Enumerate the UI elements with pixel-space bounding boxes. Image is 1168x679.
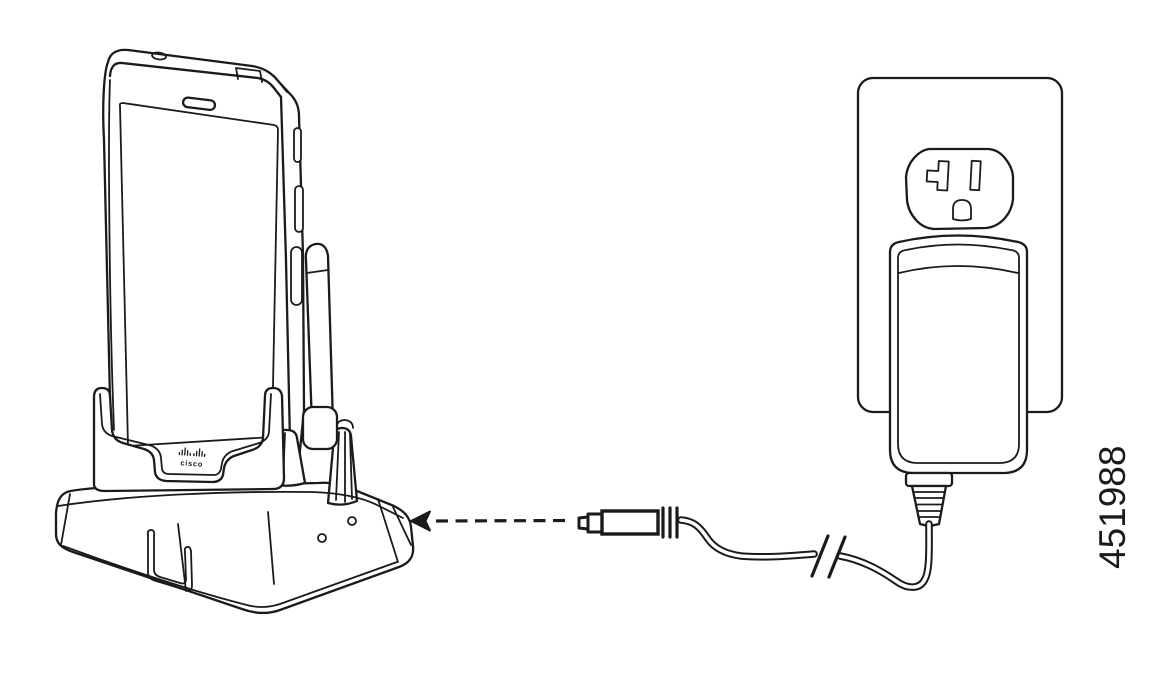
cisco-logo-text: cisco (180, 458, 203, 469)
cable-segment-right-core (838, 522, 931, 589)
stylus-icon (304, 242, 335, 427)
side-button-middle (294, 185, 304, 233)
spare-slot-rib-3 (349, 433, 353, 500)
base-front-seam-left (177, 523, 187, 592)
cisco-logo: cisco (178, 447, 206, 469)
adapter-collar (904, 471, 954, 488)
spare-slot-cap-rear (335, 419, 354, 429)
base-front-seam-right (267, 511, 275, 585)
spare-slot-rib-1 (335, 431, 340, 501)
charger-cradle-icon (92, 386, 286, 493)
connector-barrel (586, 512, 604, 534)
base-screw-right (347, 516, 357, 526)
arrow-head (410, 510, 431, 532)
barrel-power-connector-icon (577, 506, 679, 539)
strain-relief-ribs (913, 491, 945, 518)
outlet-slot-hot (969, 159, 982, 192)
phone-top-seam (108, 61, 283, 99)
adapter-top-band (898, 265, 1019, 274)
handset-phone-icon (102, 48, 306, 488)
phone-corner-facet (273, 75, 288, 93)
cable-break-symbol-icon (810, 534, 847, 579)
insert-direction-arrow-icon (410, 510, 571, 532)
adapter-inner-outline (897, 243, 1020, 464)
base-facet-left (60, 493, 71, 546)
cable-segment-left (677, 516, 818, 561)
stylus-clip-line (306, 269, 329, 274)
cable-segment-left-core (679, 518, 816, 559)
phone-right-edge (279, 95, 292, 444)
top-mic-hole-icon (151, 51, 167, 61)
arrow-dashed-line (435, 518, 571, 523)
phone-screen (118, 102, 279, 447)
connector-strain-ribs (661, 506, 679, 539)
power-cable-icon (677, 516, 933, 591)
power-adapter-icon (888, 234, 1029, 527)
cradle-front (92, 386, 286, 493)
figure-number: 451988 (1092, 446, 1133, 569)
stylus-holder-bracket (301, 405, 339, 451)
side-button-top (293, 127, 302, 163)
base-facet-right-1 (392, 506, 412, 546)
earpiece-speaker-icon (181, 96, 217, 112)
base-screw-left (317, 533, 327, 543)
phone-left-bezel-line (108, 79, 115, 431)
base-foot-seam (62, 545, 398, 608)
base-silhouette (54, 481, 415, 615)
outlet-slot-neutral-t (925, 160, 950, 192)
outlet-ground-hole (952, 199, 972, 222)
cradle-inner-profile (99, 393, 272, 476)
port-cover-notch (235, 67, 263, 83)
side-button-lower (290, 246, 303, 306)
outlet-face (904, 147, 1015, 231)
belt-clip-hook-icon (146, 529, 193, 592)
cisco-logo-bars-icon (178, 447, 206, 457)
base-band-line (57, 490, 404, 519)
connector-body (600, 509, 660, 536)
desktop-charger-base-icon (54, 481, 415, 615)
cable-segment-right (836, 520, 933, 591)
base-facet-right-2 (377, 498, 399, 563)
